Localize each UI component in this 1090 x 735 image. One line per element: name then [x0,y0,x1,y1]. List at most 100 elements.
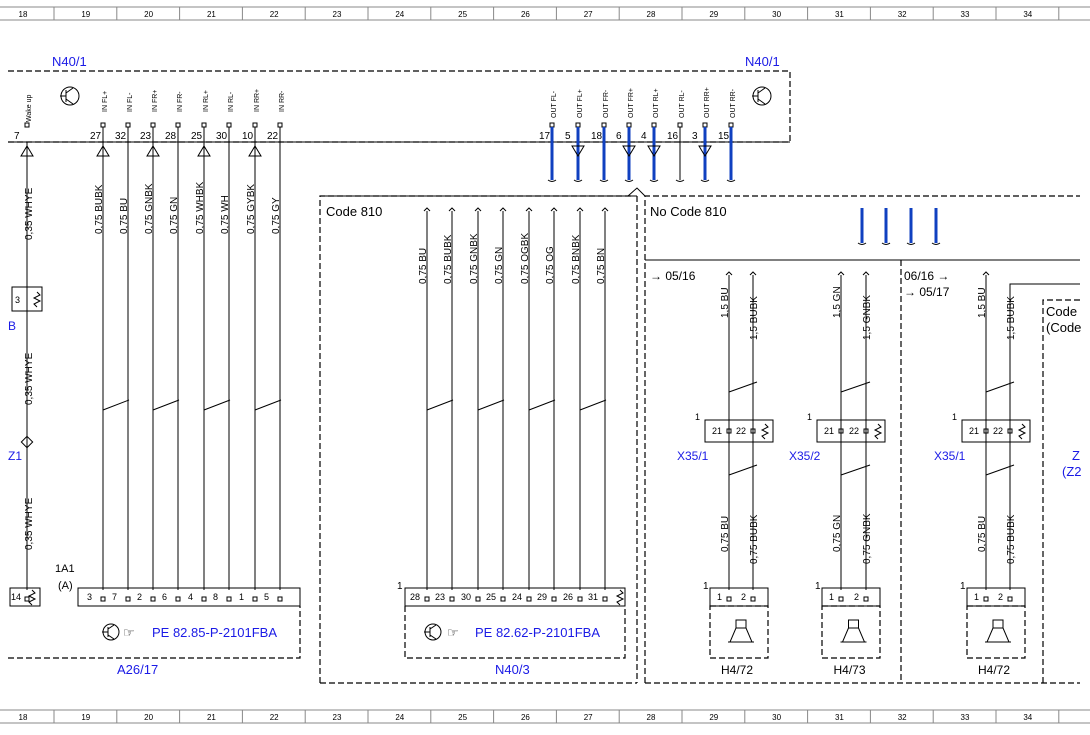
pin-label: OUT FL- [551,90,558,118]
connector-pin: 29 [537,592,557,602]
code-partial-box [1042,299,1080,683]
a26-17-ref[interactable]: PE 82.85-P-2101FBA [152,625,277,640]
wire-label: 0,75 GN [832,515,843,552]
n40-3-pin-1: 1 [397,581,403,592]
wire-label: 1,5 GNBK [862,295,873,340]
n40-3-resistor [615,589,625,606]
pin-number: 21 [824,426,834,436]
pin-number: 10 [242,131,254,142]
ref-05-17[interactable]: → 05/17 [904,285,950,299]
code810-wire: 0,75 GN [494,207,507,590]
connector-pin: 14 [11,592,30,602]
code810-wire: 0,75 OG [545,207,558,590]
grid-label: 34 [1023,713,1032,722]
code810-wire: 0,75 BNBK [571,207,607,590]
connector-pin: 7 [112,592,131,602]
pin-number: 7 [14,131,20,142]
n40-1-label-left: N40/1 [52,54,87,69]
grid-label: 21 [207,10,216,19]
wire-label: 0,75 BNBK [571,234,582,284]
connector-3-label: 3 [15,295,20,305]
wire-mid-label: 0,35 WHYE [24,352,35,405]
output-pin: OUT RL+4 [641,88,661,182]
speaker-icon [840,619,867,643]
grid-label: 29 [709,713,718,722]
pin-number: 1 [717,592,722,602]
pin-label: IN FL+ [102,91,109,112]
wire-label: 0,75 BUBK [749,514,760,564]
input-pin: IN RL+250,75 WHBK [191,90,231,590]
wire-label: 0,75 OGBK [520,233,531,284]
grid-label: 32 [898,10,907,19]
n40-3-ref[interactable]: PE 82.62-P-2101FBA [475,625,600,640]
pin-number: 1 [829,592,834,602]
grid-label: 32 [898,713,907,722]
connector-label[interactable]: X35/1 [934,449,966,463]
grid-label: 23 [333,713,342,722]
grid-label: 33 [961,713,970,722]
z2-label: Z [1072,448,1080,463]
a26-17-label: A26/17 [117,662,158,677]
pin-number: 28 [410,592,420,602]
wire-label: 0,75 BU [977,516,988,552]
output-pin: OUT FR-18 [591,89,610,182]
pin-number: 3 [692,131,698,142]
pin-number: 2 [854,592,859,602]
grid-label: 30 [772,713,781,722]
grid-label: 19 [81,10,90,19]
pin-label: OUT FR+ [628,88,635,118]
wire-label: 0,75 BN [596,248,607,284]
wire-label: 0,75 GNBK [469,233,480,284]
pin-number: 1 [239,592,244,602]
transistor-icon [102,623,120,641]
output-pin: OUT FR+6 [616,88,636,182]
speaker-label: H4/72 [721,663,753,677]
code810-wire: 0,75 BN [596,207,609,590]
grid-label: 24 [395,10,404,19]
wire-label: 0,75 BU [720,516,731,552]
pin-number: 1 [974,592,979,602]
wire-label: 0,35 WHYE [24,187,35,240]
grid-label: 30 [772,10,781,19]
pin-number: 4 [188,592,193,602]
output-pin: OUT FL+5 [565,89,585,182]
grid-label: 33 [961,10,970,19]
ref-a: (A) [58,580,73,592]
grid-label: 34 [1023,10,1032,19]
pin-label: IN FR- [177,91,184,112]
output-pin: OUT RL-16 [667,89,686,182]
pin-number: 22 [993,426,1003,436]
input-pin: IN FL+270,75 BUBK [90,91,130,590]
n40-1-label-right: N40/1 [745,54,780,69]
pin-label: OUT FL+ [577,89,584,118]
speaker-icon [985,619,1011,643]
pin-label: IN RR- [279,90,286,112]
ref-06-16[interactable]: 06/16 → [904,269,949,283]
pin-number: 8 [213,592,218,602]
input-pin: IN RL-300,75 WH [216,91,235,590]
code810-wire: 0,75 OGBK [520,207,556,590]
connector-pin: 24 [512,592,532,602]
z1-label: Z1 [8,449,22,463]
pin-number: 1 [960,581,966,592]
wire-label: 1,5 BU [720,287,731,318]
pin-label: OUT FR- [603,89,610,118]
ref-05-16[interactable]: → 05/16 [650,269,696,283]
grid-label: 25 [458,713,467,722]
grid-label: 25 [458,10,467,19]
wire-label: 1,5 BUBK [749,296,760,340]
a26-17-conn-main [77,587,301,607]
pin-number: 3 [87,592,92,602]
pin-number: 16 [667,131,679,142]
pin-number: 23 [435,592,445,602]
grid-label: 27 [584,713,593,722]
connector-label[interactable]: X35/1 [677,449,709,463]
connector-label[interactable]: X35/2 [789,449,821,463]
pointing-hand-icon: ☞ [447,625,459,640]
wire-label: 0,75 GNBK [144,183,155,234]
